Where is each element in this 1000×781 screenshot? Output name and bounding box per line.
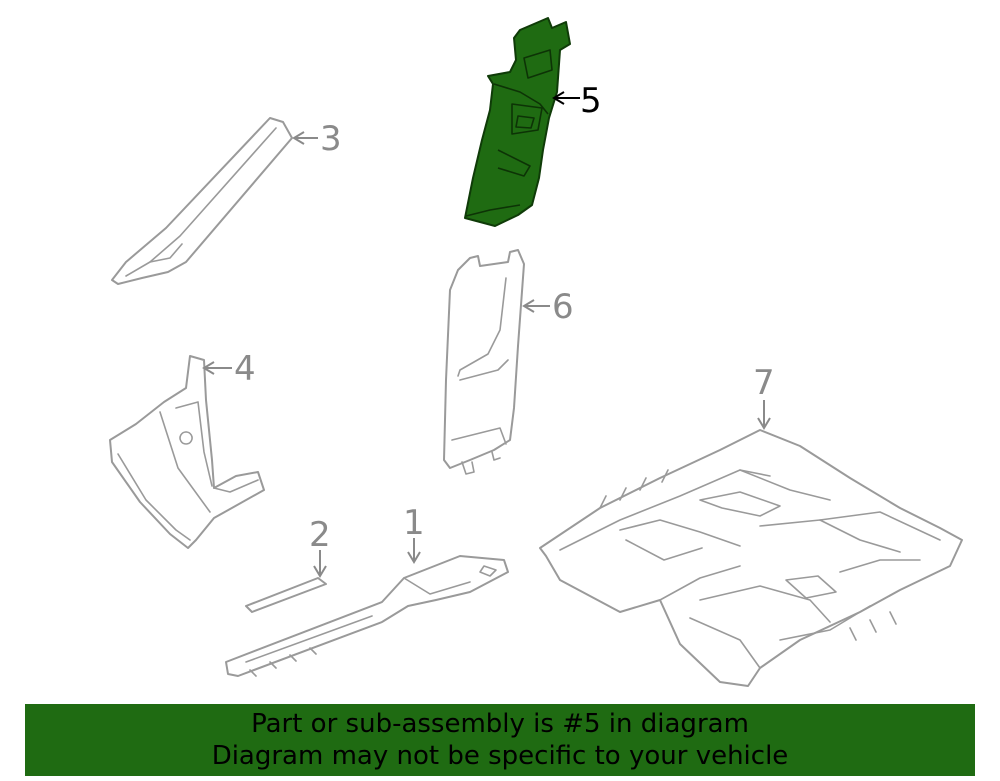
callout-7-arrowhead: [757, 417, 771, 430]
callout-5-number: 5: [580, 81, 602, 121]
banner-line-1: Part or sub-assembly is #5 in diagram: [251, 709, 749, 739]
callout-6-arrowhead: [522, 299, 535, 313]
callout-4: 4: [202, 349, 256, 389]
callout-4-arrowhead: [202, 361, 215, 375]
part-3-a-pillar-trim[interactable]: [111, 117, 293, 285]
callout-2-number: 2: [309, 515, 331, 555]
callout-6: 6: [522, 287, 574, 327]
callout-1: 1: [403, 503, 425, 564]
info-banner: Part or sub-assembly is #5 in diagram Di…: [25, 704, 975, 776]
callout-2-arrowhead: [313, 565, 327, 578]
part-6-b-pillar-lower-trim[interactable]: [443, 249, 525, 475]
parts-diagram: 1 2 3 4 5 6 7: [109, 17, 963, 687]
callout-3: 3: [292, 119, 342, 159]
callout-3-arrowhead: [292, 131, 305, 145]
callout-4-number: 4: [234, 349, 256, 389]
callout-2: 2: [309, 515, 331, 578]
callout-7: 7: [753, 363, 775, 430]
callout-3-number: 3: [320, 119, 342, 159]
callout-5-arrowhead: [552, 91, 565, 105]
callout-7-number: 7: [753, 363, 775, 403]
callout-6-number: 6: [552, 287, 574, 327]
callout-5: 5: [552, 81, 602, 121]
part-2-sill-strip[interactable]: [245, 577, 327, 613]
part-5-b-pillar-upper-trim[interactable]: [464, 17, 571, 227]
callout-1-number: 1: [403, 503, 425, 543]
part-4-quarter-trim[interactable]: [109, 355, 265, 549]
part-7-floor-carpet[interactable]: [539, 429, 963, 687]
banner-line-2: Diagram may not be specific to your vehi…: [211, 741, 789, 771]
callout-1-arrowhead: [407, 551, 421, 564]
part-1-scuff-plate[interactable]: [225, 555, 509, 677]
